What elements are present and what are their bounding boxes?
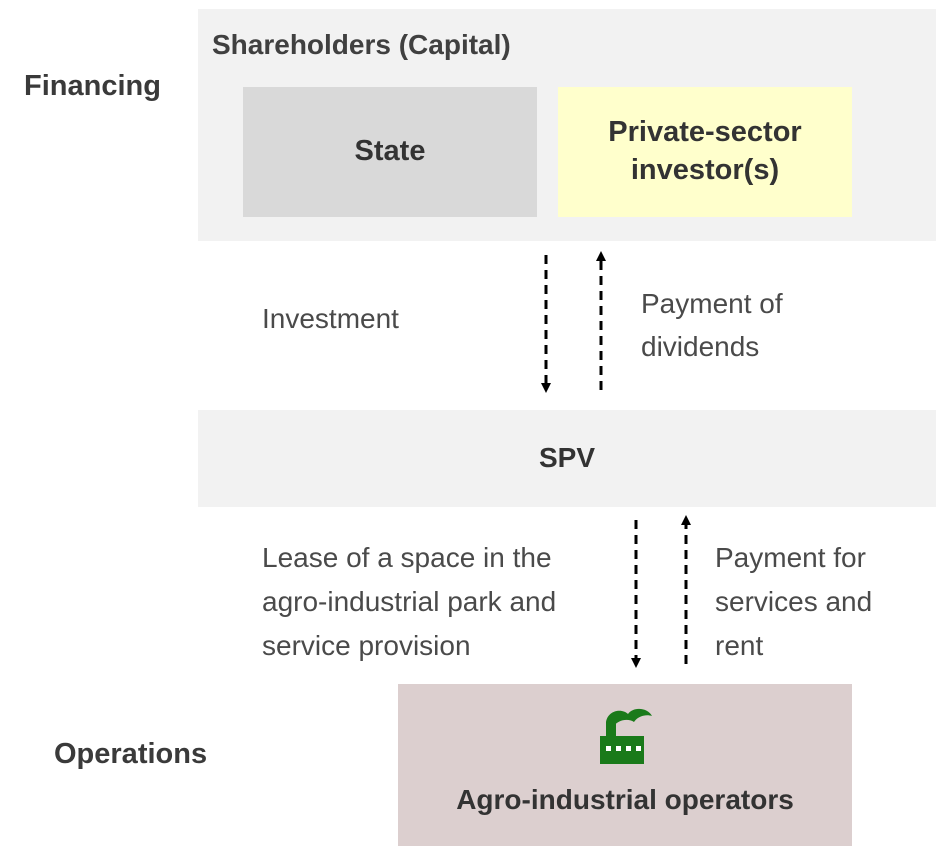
payment-services-label-line1: Payment for <box>715 542 866 573</box>
investment-label: Investment <box>262 303 399 334</box>
state-label: State <box>354 135 426 168</box>
private-investor-label-line1: Private-sector <box>608 116 802 149</box>
payment-services-label: Payment for services and rent <box>715 536 872 668</box>
shareholders-panel: Shareholders (Capital) State Private-sec… <box>198 9 936 241</box>
private-investor-label-line2: investor(s) <box>630 154 780 186</box>
spv-box: SPV <box>198 410 936 507</box>
factory-icon <box>596 700 656 766</box>
state-box: State <box>243 87 537 217</box>
operators-box: Agro-industrial operators <box>398 684 852 846</box>
dividends-label-line2: dividends <box>641 331 760 362</box>
financing-label: Financing <box>24 70 161 102</box>
dividends-label-line1: Payment of <box>641 288 783 319</box>
shareholders-title: Shareholders (Capital) <box>212 29 511 60</box>
private-investor-box: Private-sector investor(s) <box>558 87 852 217</box>
lease-label-line1: Lease of a space in the <box>262 542 552 573</box>
payment-services-label-line3: rent <box>715 630 764 661</box>
operations-label: Operations <box>54 738 208 770</box>
spv-label: SPV <box>538 442 596 474</box>
payment-services-label-line2: services and <box>715 586 873 617</box>
lease-label-line2: agro-industrial park and <box>262 586 557 617</box>
operators-label: Agro-industrial operators <box>456 784 794 815</box>
lease-label-line3: service provision <box>262 630 471 661</box>
dividends-label: Payment of dividends <box>641 282 783 369</box>
lease-label: Lease of a space in the agro-industrial … <box>262 536 556 668</box>
